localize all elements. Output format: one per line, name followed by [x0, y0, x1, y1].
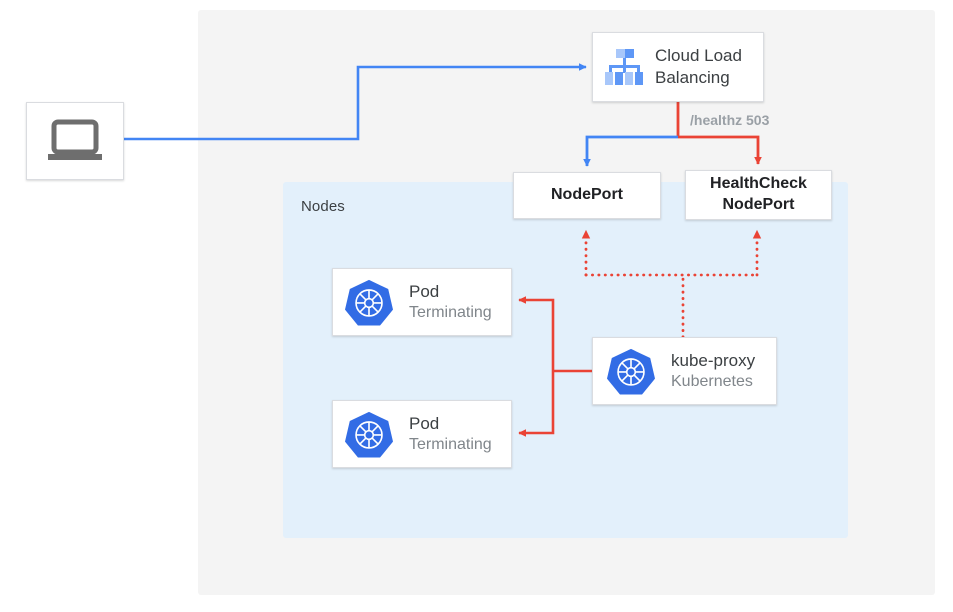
clb-line2: Balancing	[655, 68, 730, 87]
laptop-icon	[48, 119, 102, 160]
pod-box-1[interactable]: Pod Terminating	[332, 268, 512, 336]
kube-proxy-box[interactable]: kube-proxy Kubernetes	[592, 337, 777, 405]
kubernetes-icon	[345, 279, 393, 326]
healthcheck-nodeport-labels: HealthCheck NodePort	[710, 174, 807, 216]
pod-2-labels: Pod Terminating	[409, 413, 492, 455]
client-box[interactable]	[26, 102, 124, 180]
healthz-annotation: /healthz 503	[690, 112, 770, 128]
healthcheck-nodeport-box[interactable]: HealthCheck NodePort	[685, 170, 832, 220]
pod-2-title: Pod	[409, 413, 440, 433]
pod-1-subtitle: Terminating	[409, 303, 492, 321]
kube-proxy-subtitle: Kubernetes	[671, 372, 753, 390]
pod-1-labels: Pod Terminating	[409, 281, 492, 323]
kube-proxy-labels: kube-proxy Kubernetes	[671, 350, 755, 392]
pod-box-2[interactable]: Pod Terminating	[332, 400, 512, 468]
nodeport-label: NodePort	[551, 186, 623, 204]
kubernetes-icon	[345, 411, 393, 458]
cloud-load-balancing-box[interactable]: Cloud Load Balancing	[592, 32, 764, 102]
pod-2-subtitle: Terminating	[409, 435, 492, 453]
kube-proxy-title: kube-proxy	[671, 350, 756, 370]
cloud-load-balancing-labels: Cloud Load Balancing	[655, 45, 742, 89]
kubernetes-icon	[607, 348, 655, 395]
healthcheck-line1: HealthCheck	[710, 175, 807, 193]
clb-line1: Cloud Load	[655, 46, 742, 66]
cloud-load-balancing-icon	[605, 49, 643, 85]
healthcheck-line2: NodePort	[722, 196, 795, 213]
pod-1-title: Pod	[409, 281, 440, 301]
nodeport-box[interactable]: NodePort	[513, 172, 661, 219]
nodes-region-label: Nodes	[301, 198, 345, 215]
